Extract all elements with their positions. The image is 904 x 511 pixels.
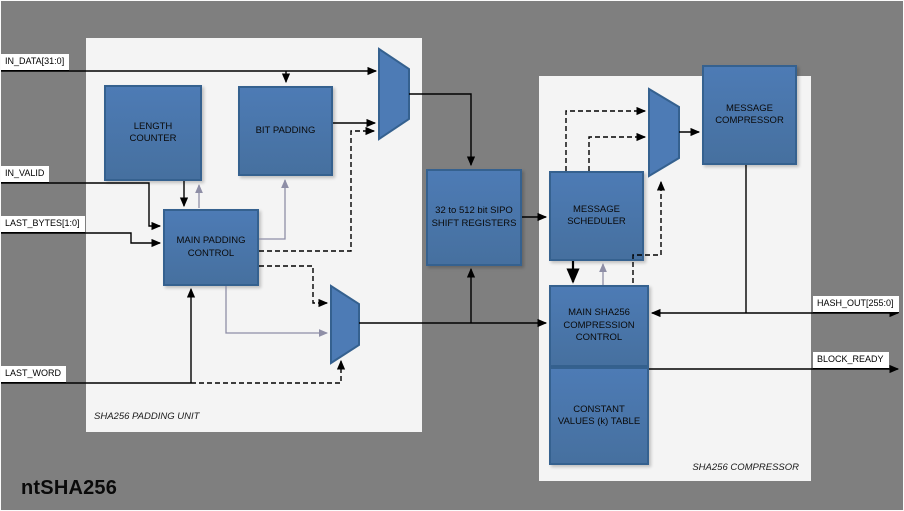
region-compressor-label: SHA256 COMPRESSOR xyxy=(692,462,799,473)
block-bit-padding: BIT PADDING xyxy=(238,86,333,176)
diagram-title: ntSHA256 xyxy=(21,477,118,499)
signal-hash-out: HASH_OUT[255:0] xyxy=(813,296,899,313)
block-length-counter: LENGTH COUNTER xyxy=(104,85,202,181)
signal-block-ready: BLOCK_READY xyxy=(813,352,889,369)
signal-in-data: IN_DATA[31:0] xyxy=(1,54,70,71)
block-message-compressor-label: MESSAGE COMPRESSOR xyxy=(715,102,784,126)
block-length-counter-label: LENGTH COUNTER xyxy=(129,120,177,144)
block-constant-table: CONSTANT VALUES (k) TABLE xyxy=(549,367,649,465)
block-main-padding-control: MAIN PADDING CONTROL xyxy=(163,209,259,286)
block-constant-table-label: CONSTANT VALUES (k) TABLE xyxy=(557,403,641,427)
mux-padding-bottom xyxy=(330,284,360,365)
block-message-compressor: MESSAGE COMPRESSOR xyxy=(702,65,797,165)
signal-last-word: LAST_WORD xyxy=(1,366,67,383)
block-main-padding-control-label: MAIN PADDING CONTROL xyxy=(176,235,246,259)
block-message-scheduler: MESSAGE SCHEDULER xyxy=(549,171,644,261)
region-padding-unit-label: SHA256 PADDING UNIT xyxy=(94,411,200,422)
signal-last-bytes: LAST_BYTES[1:0] xyxy=(1,216,85,233)
block-compression-control-label: MAIN SHA256 COMPRESSION CONTROL xyxy=(563,307,635,344)
block-compression-control: MAIN SHA256 COMPRESSION CONTROL xyxy=(549,285,649,367)
block-sipo-shift-registers-label: 32 to 512 bit SIPO SHIFT REGISTERS xyxy=(431,205,517,229)
mux-compressor xyxy=(648,87,680,178)
mux-padding-top xyxy=(378,47,410,141)
signal-in-valid: IN_VALID xyxy=(1,166,50,183)
block-bit-padding-label: BIT PADDING xyxy=(255,124,316,136)
block-sipo-shift-registers: 32 to 512 bit SIPO SHIFT REGISTERS xyxy=(426,169,522,266)
block-message-scheduler-label: MESSAGE SCHEDULER xyxy=(567,203,626,227)
